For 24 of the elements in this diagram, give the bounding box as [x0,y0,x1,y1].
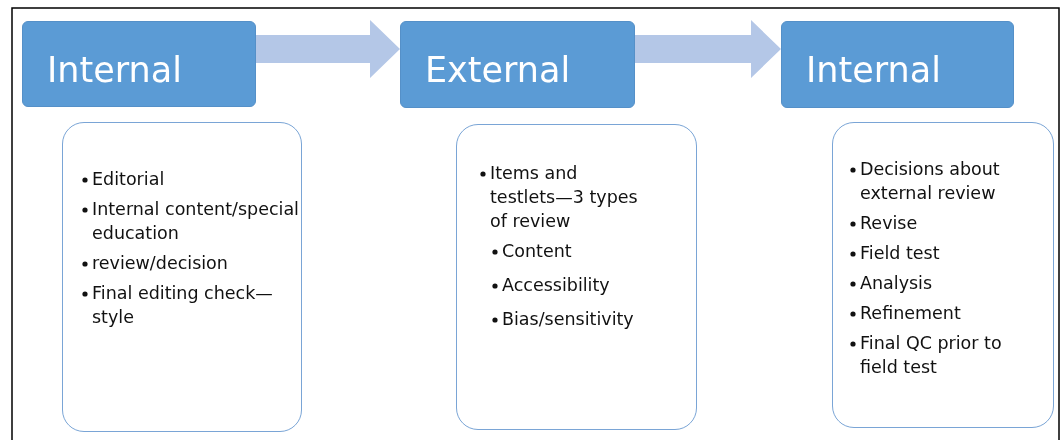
block-arrow [635,20,781,78]
stage-box [781,21,1014,108]
bullet-item: Refinement [860,302,962,325]
stage-box [22,21,256,107]
bullet-item: Editorial [92,168,166,191]
list-box [832,122,1054,428]
stage-box [400,21,635,108]
list-box [62,122,302,432]
list-box [456,124,697,430]
bullet-item: Content [502,240,573,263]
bullet-item: Revise [860,212,919,235]
stage-title: Internal [806,50,941,90]
stage-title: External [425,50,571,90]
block-arrow [256,20,400,78]
bullet-item: Analysis [860,272,934,295]
bullet-item: Items and testlets—3 types of review [490,162,639,233]
bullet-item: review/decision [92,252,229,275]
bullet-item: Final QC prior to field test [860,332,1003,379]
bullet-item: Final editing check—style [92,282,274,329]
bullet-item: Field test [860,242,941,265]
bullet-item: Accessibility [502,274,611,297]
bullet-item: Decisions about external review [860,158,1001,205]
bullet-item: Bias/sensitivity [502,308,635,331]
stage-title: Internal [47,50,182,90]
